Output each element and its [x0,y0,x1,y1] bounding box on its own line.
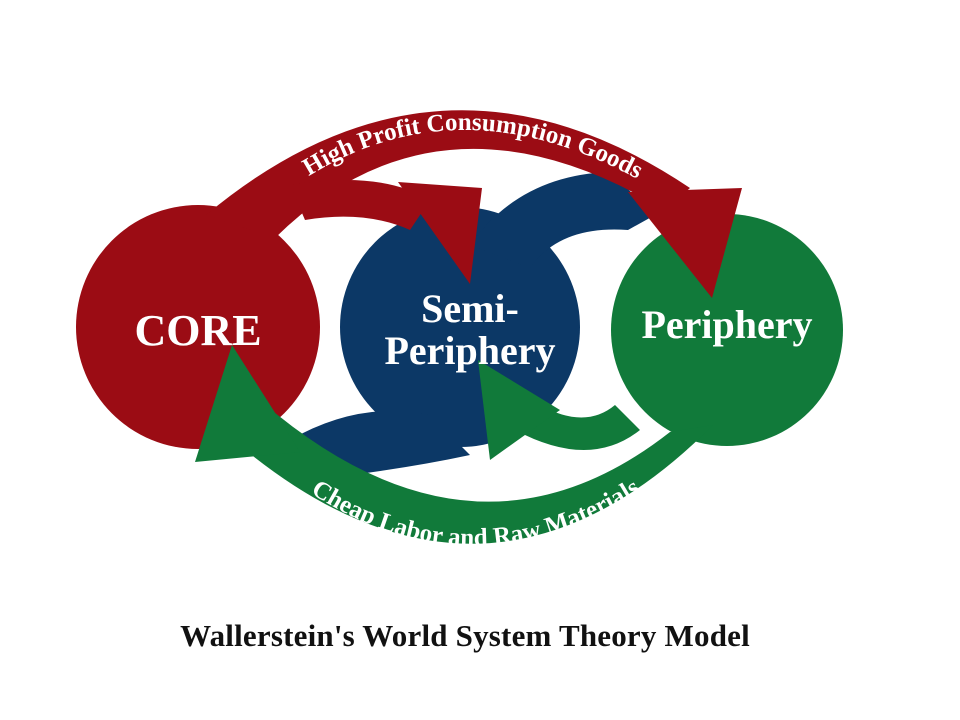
core-to-semi-arrowhead [398,182,482,284]
cheap-labor-arrowhead [195,345,300,462]
cheap-labor-arc [222,402,713,544]
periphery-circle [611,214,843,446]
core-label: CORE [134,306,261,355]
high-profit-arrowhead [628,188,742,298]
high-profit-arc [206,110,690,238]
periphery-label: Periphery [641,302,812,347]
semi-periphery-label-line2: Periphery [384,328,555,373]
diagram-caption: Wallerstein's World System Theory Model [180,618,750,653]
semi-periphery-upper-band [470,172,655,268]
semi-periphery-label-line1: Semi- [421,286,519,331]
periphery-to-semi-arrowhead [478,360,560,460]
core-to-semi-arrow-body [290,180,430,230]
